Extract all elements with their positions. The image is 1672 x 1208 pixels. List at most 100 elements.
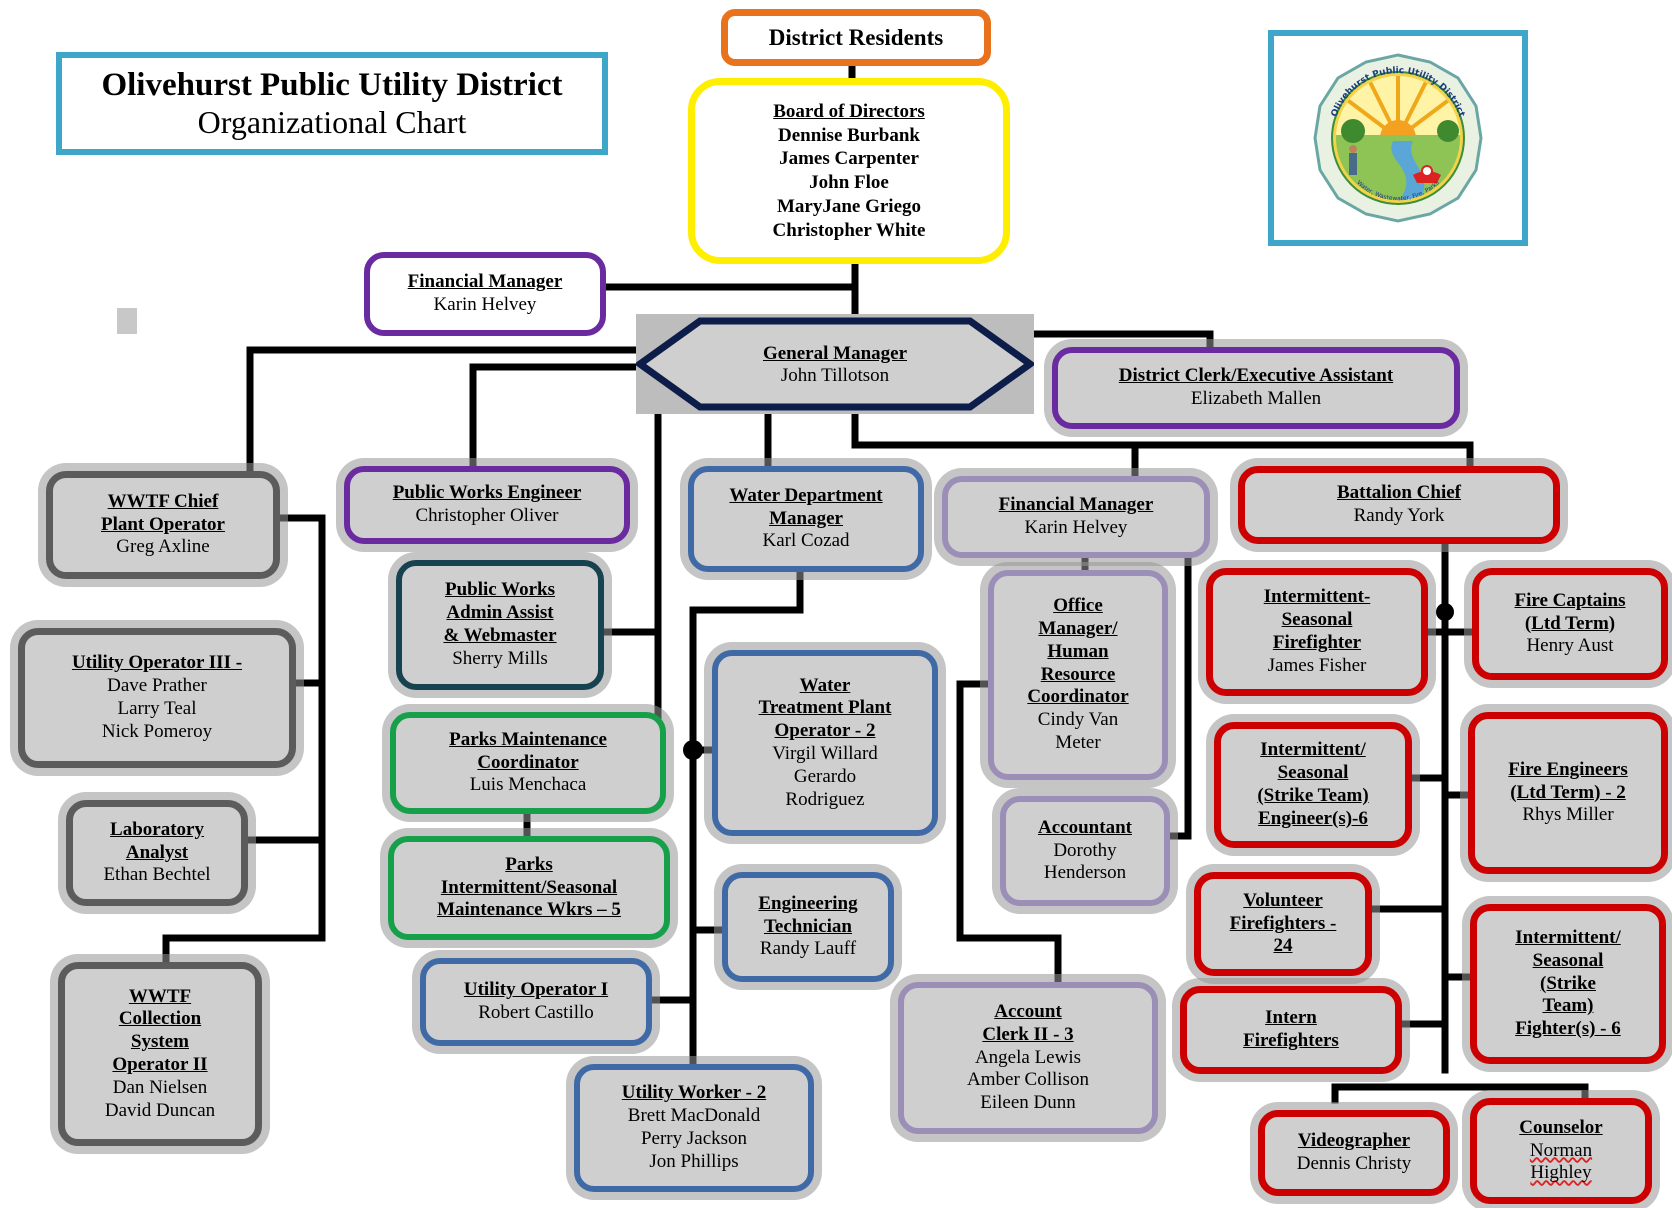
financial-manager-box: Financial Manager Karin Helvey	[942, 476, 1210, 558]
node-names: Christopher Oliver	[415, 505, 559, 526]
board-member: Dennise Burbank	[777, 124, 921, 146]
node-title: Utility Operator III -	[71, 652, 243, 674]
node-names: Dan Nielsen David Duncan	[104, 1076, 216, 1121]
node-title: Parks Maintenance Coordinator	[449, 728, 607, 773]
node-names: Ethan Bechtel	[103, 864, 211, 886]
accountant-box: Accountant Dorothy Henderson	[1000, 796, 1170, 906]
parks-coordinator-box: Parks Maintenance Coordinator Luis Mench…	[390, 712, 666, 814]
node-names: Dave Prather Larry Teal Nick Pomeroy	[101, 675, 213, 742]
district-logo-box: Olivehurst Public Utility District Water…	[1268, 30, 1528, 246]
board-member: John Floe	[809, 172, 889, 193]
node-title: Parks Intermittent/Seasonal Maintenance …	[437, 853, 621, 921]
general-manager-box: General Manager John Tillotson	[636, 330, 1034, 400]
node-title: Intern Firefighters	[1243, 1007, 1339, 1051]
node-title: Financial Manager	[998, 494, 1154, 516]
node-title: Accountant	[1038, 816, 1132, 838]
battalion-chief-box: Battalion Chief Randy York	[1238, 466, 1560, 544]
utility-operator-i-box: Utility Operator I Robert Castillo	[420, 958, 652, 1046]
node-title: Laboratory Analyst	[110, 818, 204, 863]
water-department-manager-box: Water Department Manager Karl Cozad	[688, 466, 924, 572]
node-names: Karin Helvey	[433, 294, 537, 315]
node-names: Cindy Van Meter	[1037, 709, 1119, 753]
node-names: Randy York	[1353, 505, 1445, 526]
org-title: Olivehurst Public Utility District	[101, 66, 563, 103]
node-names: James Fisher	[1267, 654, 1367, 676]
financial-manager-top-box: Financial Manager Karin Helvey	[364, 252, 606, 336]
node-names: Greg Axline	[116, 536, 210, 558]
node-title: General Manager	[762, 343, 908, 364]
utility-worker-box: Utility Worker - 2 Brett MacDonald Perry…	[574, 1064, 814, 1192]
district-clerk-box: District Clerk/Executive Assistant Eliza…	[1052, 347, 1460, 429]
node-title: Engineering Technician	[758, 892, 858, 937]
node-names: Robert Castillo	[478, 1002, 594, 1023]
engineering-technician-box: Engineering Technician Randy Lauff	[722, 872, 894, 982]
fire-engineers-box: Fire Engineers (Ltd Term) - 2 Rhys Mille…	[1468, 712, 1668, 874]
wwtf-collection-box: WWTF Collection System Operator II Dan N…	[58, 962, 262, 1146]
node-names: Karin Helvey	[1024, 517, 1128, 538]
node-title: Water Treatment Plant Operator - 2	[758, 674, 892, 742]
node-title: Account Clerk II - 3	[982, 1001, 1074, 1045]
node-names: Angela Lewis Amber Collison Eileen Dunn	[967, 1046, 1089, 1114]
strike-team-fighters-box: Intermittent/ Seasonal (Strike Team) Fig…	[1470, 904, 1666, 1064]
node-names: Virgil Willard Gerardo Rodriguez	[772, 743, 878, 810]
strike-team-engineers-box: Intermittent/ Seasonal (Strike Team) Eng…	[1214, 722, 1412, 848]
node-title: Videographer	[1297, 1130, 1411, 1152]
public-works-admin-box: Public Works Admin Assist & Webmaster Sh…	[396, 560, 604, 690]
node-names: Luis Menchaca	[469, 774, 587, 796]
board-of-directors-box: Board of Directors Dennise Burbank James…	[688, 78, 1010, 264]
node-title: WWTF Collection System Operator II	[112, 985, 208, 1075]
node-title: Public Works Engineer	[392, 482, 582, 504]
district-logo: Olivehurst Public Utility District Water…	[1313, 53, 1483, 223]
node-title: Intermittent- Seasonal Firefighter	[1263, 586, 1371, 653]
node-title: Water Department Manager	[729, 484, 883, 529]
node-names: John Tillotson	[780, 365, 890, 386]
node-title: Battalion Chief	[1336, 482, 1462, 504]
volunteer-firefighters-box: Volunteer Firefighters - 24	[1194, 872, 1372, 976]
account-clerk-box: Account Clerk II - 3 Angela Lewis Amber …	[898, 982, 1158, 1134]
board-member: Christopher White	[772, 219, 926, 241]
chart-title-box: Olivehurst Public Utility District Organ…	[56, 52, 608, 155]
district-residents-label: District Residents	[768, 24, 944, 50]
node-names: Norman Highley	[1529, 1139, 1593, 1184]
general-manager-hexagon	[636, 317, 1034, 411]
org-subtitle: Organizational Chart	[197, 103, 467, 140]
board-member: James Carpenter	[779, 148, 919, 170]
node-names: Dennis Christy	[1296, 1153, 1412, 1174]
intern-firefighters-box: Intern Firefighters	[1180, 986, 1402, 1074]
wwtf-chief-box: WWTF Chief Plant Operator Greg Axline	[46, 471, 280, 579]
node-title: Fire Engineers (Ltd Term) - 2	[1508, 758, 1628, 803]
water-treatment-operator-box: Water Treatment Plant Operator - 2 Virgi…	[712, 650, 938, 836]
intermittent-firefighter-box: Intermittent- Seasonal Firefighter James…	[1206, 568, 1428, 696]
node-names: Randy Lauff	[759, 938, 857, 960]
node-names: Brett MacDonald Perry Jackson Jon Philli…	[627, 1105, 761, 1172]
fire-captains-box: Fire Captains (Ltd Term) Henry Aust	[1472, 568, 1668, 680]
node-title: Fire Captains (Ltd Term)	[1514, 589, 1626, 634]
counselor-box: Counselor Norman Highley	[1470, 1098, 1652, 1204]
node-names: Rhys Miller	[1522, 804, 1614, 826]
office-manager-box: Office Manager/ Human Resource Coordinat…	[988, 570, 1168, 780]
node-title: Public Works Admin Assist & Webmaster	[443, 579, 557, 646]
node-title: Utility Operator I	[463, 979, 609, 1001]
parks-seasonal-workers-box: Parks Intermittent/Seasonal Maintenance …	[388, 836, 670, 940]
node-title: Counselor	[1519, 1116, 1603, 1138]
node-title: District Clerk/Executive Assistant	[1118, 365, 1394, 387]
utility-operator-iii-box: Utility Operator III - Dave Prather Larr…	[18, 628, 296, 768]
node-names: Elizabeth Mallen	[1190, 388, 1322, 409]
node-title: Financial Manager	[407, 271, 563, 293]
node-title: Utility Worker - 2	[621, 1082, 767, 1104]
node-title: WWTF Chief Plant Operator	[100, 490, 225, 535]
node-names: Dorothy Henderson	[1043, 839, 1127, 884]
node-title: Intermittent/ Seasonal (Strike Team) Fig…	[1515, 927, 1621, 1040]
gray-square-marker	[117, 308, 137, 334]
district-residents-box: District Residents	[721, 9, 991, 66]
videographer-box: Videographer Dennis Christy	[1258, 1110, 1450, 1196]
node-title: Office Manager/ Human Resource Coordinat…	[1027, 595, 1129, 708]
laboratory-analyst-box: Laboratory Analyst Ethan Bechtel	[66, 800, 248, 906]
board-title: Board of Directors	[773, 100, 925, 122]
node-names: Henry Aust	[1526, 635, 1614, 657]
node-title: Intermittent/ Seasonal (Strike Team) Eng…	[1257, 739, 1369, 829]
board-member: MaryJane Griego	[776, 195, 922, 217]
node-names: Sherry Mills	[452, 647, 548, 669]
public-works-engineer-box: Public Works Engineer Christopher Oliver	[344, 466, 630, 544]
node-title: Volunteer Firefighters - 24	[1229, 889, 1337, 957]
